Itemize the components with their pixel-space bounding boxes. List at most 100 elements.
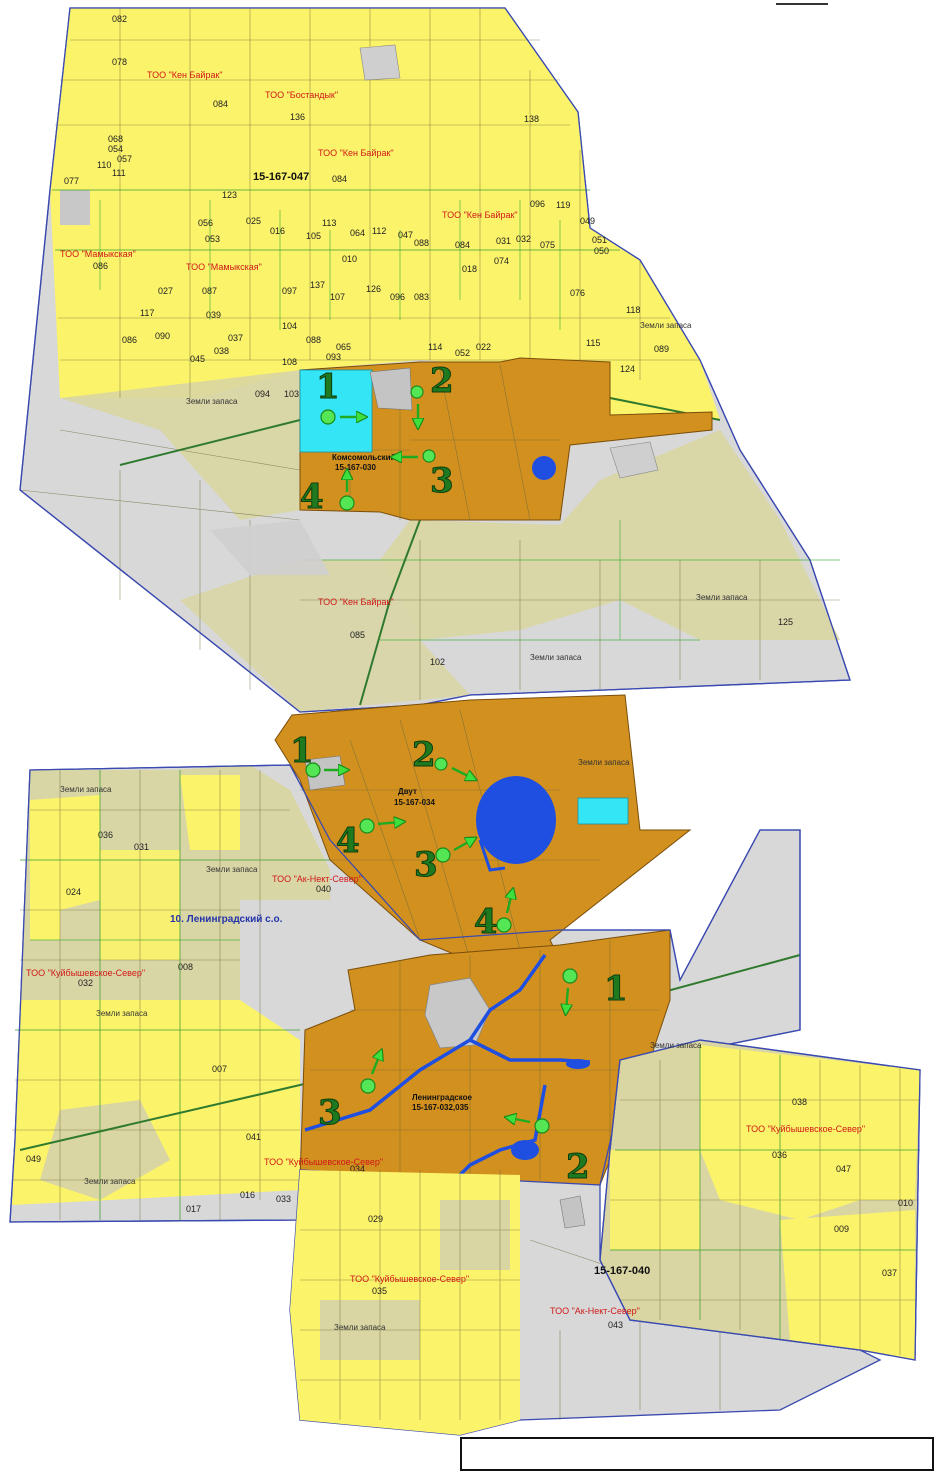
monitoring-point-icon	[360, 1078, 376, 1094]
svg-text:010: 010	[898, 1198, 913, 1208]
svg-text:040: 040	[316, 884, 331, 894]
svg-text:112: 112	[372, 226, 386, 236]
svg-text:009: 009	[834, 1224, 849, 1234]
svg-text:103: 103	[284, 389, 299, 399]
village-name: Комсомольский	[332, 453, 396, 462]
reserve-label: Земли запаса	[84, 1177, 136, 1186]
flow-arrow-icon	[451, 766, 472, 778]
svg-text:032: 032	[78, 978, 93, 988]
reserve-label: Земли запаса	[578, 758, 630, 767]
svg-text:105: 105	[306, 231, 321, 241]
north-arable-area	[50, 8, 720, 420]
svg-text:2: 2	[566, 1147, 590, 1187]
east-field-grid-green	[610, 1045, 920, 1340]
svg-text:052: 052	[455, 348, 470, 358]
west-arable-area-2	[180, 775, 240, 850]
west-field-grid	[12, 770, 330, 1220]
svg-text:064: 064	[350, 228, 365, 238]
svg-text:076: 076	[570, 288, 585, 298]
svg-text:043: 043	[608, 1320, 623, 1330]
flow-arrow-icon	[566, 987, 568, 1010]
svg-text:057: 057	[117, 154, 132, 164]
monitoring-point-icon	[534, 1118, 550, 1134]
east-arable-area-2	[780, 1210, 915, 1360]
svg-text:125: 125	[778, 617, 793, 627]
village-code: 15-167-034	[394, 798, 435, 807]
svg-text:082: 082	[112, 14, 127, 24]
svg-text:108: 108	[282, 357, 297, 367]
owner-label: ТОО "Куйбышевское-Север"	[350, 1274, 469, 1284]
south-pond-2	[566, 1059, 590, 1069]
reserve-label: Земли запаса	[334, 1323, 386, 1332]
north-settlement	[609, 441, 659, 479]
flow-arrow-icon	[453, 840, 472, 852]
svg-text:047: 047	[836, 1164, 851, 1174]
owner-label: ТОО "Куйбышевское-Север"	[746, 1124, 865, 1134]
svg-text:1: 1	[316, 367, 340, 407]
middle-block: Двут 15-167-034 10. Ленинградский с.о. Т…	[9, 694, 801, 1223]
svg-text:038: 038	[792, 1097, 807, 1107]
reserve-label: Земли запаса	[650, 1041, 702, 1050]
svg-text:093: 093	[326, 352, 341, 362]
south-pond	[511, 1140, 539, 1160]
north-road-2	[359, 519, 421, 706]
svg-text:049: 049	[26, 1154, 41, 1164]
svg-text:4: 4	[300, 477, 324, 517]
svg-text:119: 119	[556, 200, 570, 210]
monitoring-point-icon	[562, 968, 578, 984]
monitoring-point-icon	[410, 385, 424, 399]
svg-text:137: 137	[310, 280, 325, 290]
svg-text:010: 010	[342, 254, 357, 264]
svg-text:036: 036	[772, 1150, 787, 1160]
svg-text:084: 084	[332, 174, 347, 184]
north-reserve-area	[60, 370, 300, 520]
svg-text:124: 124	[620, 364, 635, 374]
west-boundary	[9, 764, 801, 1223]
svg-text:087: 087	[202, 286, 217, 296]
owner-label: ТОО "Куйбышевское-Север"	[264, 1157, 383, 1167]
owner-label: ТОО "Кен Байрак"	[147, 70, 223, 80]
svg-text:036: 036	[98, 830, 113, 840]
svg-text:090: 090	[155, 331, 170, 341]
village-code: 15-167-030	[335, 463, 376, 472]
owner-label: ТОО "Бостандык"	[265, 90, 338, 100]
south-markers: 1 2 3	[318, 968, 628, 1188]
north-boundary	[19, 7, 851, 713]
monitoring-point-icon	[435, 847, 451, 863]
monitoring-point-icon	[434, 757, 448, 771]
svg-text:086: 086	[93, 261, 108, 271]
west-arable-area	[30, 795, 100, 940]
north-field-grid	[19, 8, 840, 700]
svg-text:115: 115	[586, 338, 600, 348]
monitoring-point-icon	[359, 818, 375, 834]
svg-text:114: 114	[428, 342, 442, 352]
flow-arrow-icon	[510, 1118, 531, 1122]
svg-text:118: 118	[626, 305, 640, 315]
reserve-label: Земли запаса	[60, 785, 112, 794]
svg-text:102: 102	[430, 657, 445, 667]
svg-text:086: 086	[122, 335, 137, 345]
svg-text:3: 3	[430, 461, 454, 501]
svg-text:111: 111	[112, 168, 126, 178]
svg-text:056: 056	[198, 218, 213, 228]
cadastre-label: 15-167-040	[594, 1265, 650, 1277]
svg-text:123: 123	[222, 190, 237, 200]
south-bottom-grid	[300, 1170, 801, 1420]
svg-text:084: 084	[213, 99, 228, 109]
svg-text:065: 065	[336, 342, 351, 352]
svg-text:054: 054	[108, 144, 123, 154]
flow-arrow-icon	[507, 893, 512, 914]
svg-text:016: 016	[240, 1190, 255, 1200]
svg-text:2: 2	[412, 735, 436, 775]
middle-lake-shore	[478, 839, 506, 872]
svg-text:008: 008	[178, 962, 193, 972]
south-east-block: 15-167-040 ТОО "Куйбышевское-Север" ТОО …	[289, 1039, 921, 1436]
svg-text:085: 085	[350, 630, 365, 640]
svg-text:077: 077	[64, 176, 79, 186]
north-settlement-3	[210, 520, 330, 575]
legend-box	[460, 1437, 934, 1471]
svg-text:3: 3	[414, 845, 438, 885]
svg-text:2: 2	[430, 361, 454, 401]
svg-text:050: 050	[594, 246, 609, 256]
